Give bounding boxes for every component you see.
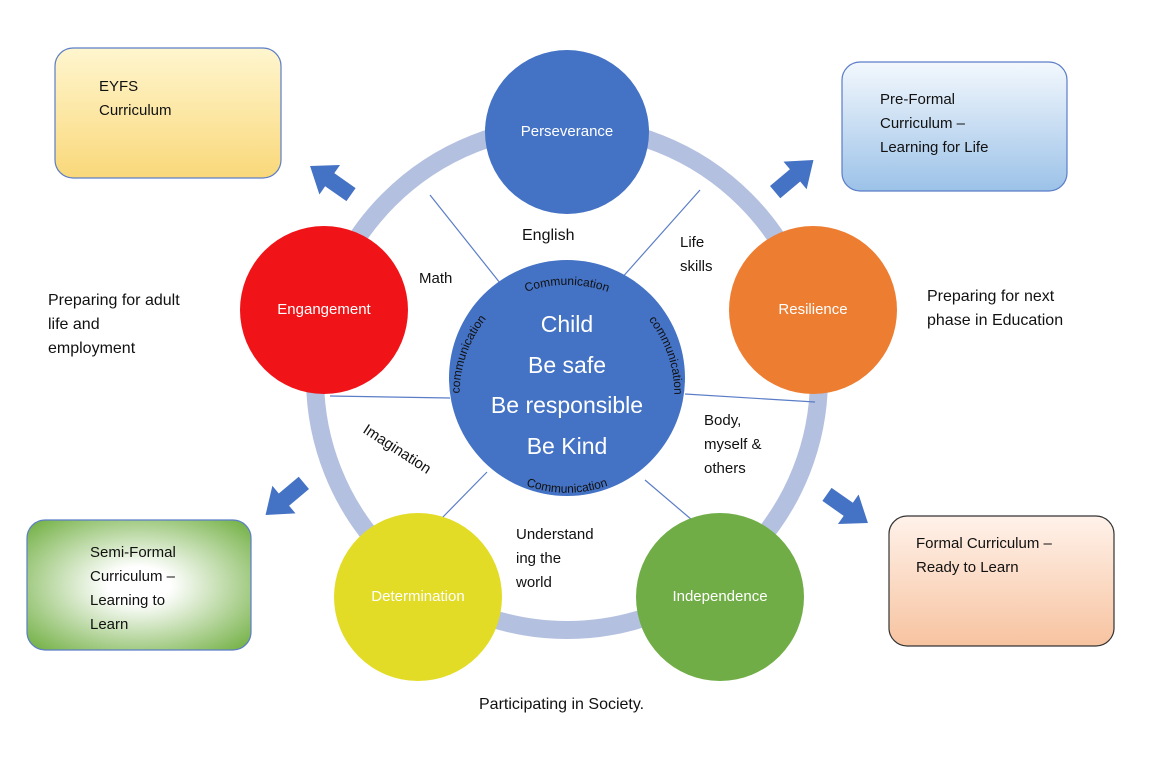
svg-text:Curriculum –: Curriculum – xyxy=(90,568,176,585)
svg-text:Formal Curriculum –: Formal Curriculum – xyxy=(916,535,1053,552)
spokes xyxy=(329,189,816,521)
subject-body-1: Body, xyxy=(704,412,741,429)
svg-text:EYFS: EYFS xyxy=(99,78,138,95)
box-pre-formal: Pre-Formal Curriculum – Learning for Lif… xyxy=(841,61,1068,192)
left-text-3: employment xyxy=(48,340,136,357)
svg-text:Resilience: Resilience xyxy=(778,301,847,318)
node-independence: Independence xyxy=(636,513,804,681)
subject-understanding-1: Understand xyxy=(516,526,594,543)
center-line-1: Child xyxy=(541,311,593,337)
svg-text:Curriculum: Curriculum xyxy=(99,102,172,119)
subject-body-2: myself & xyxy=(704,436,762,453)
arrow-up-left-icon xyxy=(310,164,356,202)
left-text-1: Preparing for adult xyxy=(48,292,180,309)
svg-text:Pre-Formal: Pre-Formal xyxy=(880,91,955,108)
svg-text:Curriculum –: Curriculum – xyxy=(880,115,966,132)
box-formal: Formal Curriculum – Ready to Learn xyxy=(888,515,1115,647)
svg-text:Learning to: Learning to xyxy=(90,592,165,609)
subject-understanding-2: ing the xyxy=(516,550,561,567)
left-text-2: life and xyxy=(48,316,100,333)
node-engangement: Engangement xyxy=(240,226,408,394)
arrows xyxy=(265,160,868,525)
center-line-3: Be responsible xyxy=(491,392,643,418)
svg-text:Independence: Independence xyxy=(672,588,767,605)
node-determination: Determination xyxy=(334,513,502,681)
box-eyfs: EYFS Curriculum xyxy=(54,47,282,179)
center-line-4: Be Kind xyxy=(527,433,608,459)
svg-text:Engangement: Engangement xyxy=(277,301,371,318)
subject-life-skills-2: skills xyxy=(680,258,713,275)
subject-understanding-3: world xyxy=(515,574,552,591)
arrow-down-right-icon xyxy=(822,487,868,525)
svg-text:Learning for Life: Learning for Life xyxy=(880,139,988,156)
arrow-down-left-icon xyxy=(265,476,309,515)
svg-text:Learn: Learn xyxy=(90,616,128,633)
svg-text:Perseverance: Perseverance xyxy=(521,123,614,140)
svg-text:Ready to Learn: Ready to Learn xyxy=(916,559,1019,576)
subject-body-3: others xyxy=(704,460,746,477)
center-line-2: Be safe xyxy=(528,352,606,378)
box-semi-formal: Semi-Formal Curriculum – Learning to Lea… xyxy=(26,519,252,651)
bottom-text: Participating in Society. xyxy=(479,696,644,713)
node-perseverance: Perseverance xyxy=(485,50,649,214)
right-text-2: phase in Education xyxy=(927,312,1063,329)
arrow-up-right-icon xyxy=(770,160,814,199)
right-text-1: Preparing for next xyxy=(927,288,1055,305)
subject-life-skills-1: Life xyxy=(680,234,704,251)
center-circle xyxy=(449,260,685,496)
svg-text:Semi-Formal: Semi-Formal xyxy=(90,544,176,561)
communication-label-bottom: Communication xyxy=(525,475,609,496)
subject-imagination: Imagination xyxy=(360,421,434,478)
communication-label-top: Communication xyxy=(523,274,612,295)
node-resilience: Resilience xyxy=(729,226,897,394)
subject-english: English xyxy=(522,227,574,244)
subject-math: Math xyxy=(419,270,452,287)
svg-text:Determination: Determination xyxy=(371,588,464,605)
